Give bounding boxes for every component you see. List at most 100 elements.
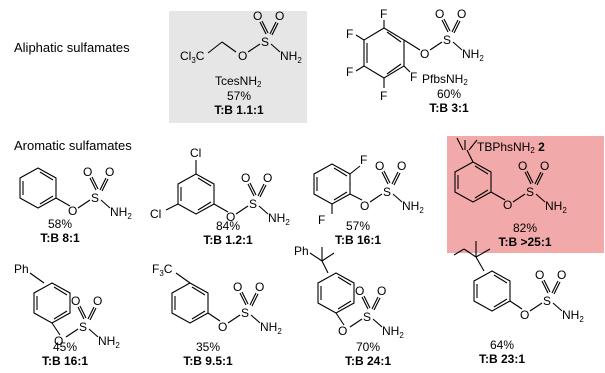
svg-text:F: F	[346, 27, 353, 41]
svg-text:S: S	[383, 185, 391, 199]
svg-text:O: O	[241, 171, 250, 185]
svg-text:O: O	[226, 210, 235, 224]
svg-text:NH2: NH2	[98, 334, 120, 350]
svg-text:NH2: NH2	[402, 199, 424, 215]
compound-biphenyl: Ph O S O O NH2 45% T:B 16:1	[10, 255, 160, 370]
svg-text:O: O	[375, 159, 384, 173]
svg-text:O: O	[420, 47, 429, 61]
svg-text:O: O	[557, 268, 566, 282]
svg-text:O: O	[503, 198, 512, 212]
svg-text:S: S	[363, 310, 371, 324]
svg-text:Cl3C: Cl3C	[180, 49, 205, 65]
svg-text:O: O	[218, 320, 227, 334]
cumyl-ratio: T:B 24:1	[344, 354, 391, 368]
svg-text:O: O	[54, 334, 63, 348]
compound-phenyl: O S O O NH2 58% T:B 8:1	[10, 150, 150, 245]
svg-text:S: S	[543, 294, 551, 308]
svg-text:O: O	[263, 171, 272, 185]
svg-text:O: O	[338, 324, 347, 338]
compound-tces: Cl3C O S O O NH2 TcesNH2 57% T:B 1.1:1	[172, 4, 307, 124]
svg-text:NH2: NH2	[110, 205, 132, 221]
svg-text:S: S	[91, 191, 99, 205]
biphenyl-structure: Ph O S O O NH2	[14, 262, 120, 350]
svg-text:O: O	[83, 165, 92, 179]
compound-tamyl: O S O O NH2 64% T:B 23:1	[450, 235, 605, 370]
svg-text:F: F	[346, 65, 353, 79]
tces-ratio: T:B 1.1:1	[214, 103, 264, 117]
svg-text:F: F	[380, 7, 387, 21]
svg-text:O: O	[457, 7, 466, 21]
svg-text:NH2: NH2	[562, 308, 584, 324]
svg-text:O: O	[377, 284, 386, 298]
svg-text:Ph: Ph	[294, 244, 309, 258]
svg-text:O: O	[520, 308, 529, 322]
cumyl-structure: Ph O S O O NH2	[294, 244, 404, 340]
dichloro-ratio: T:B 1.2:1	[203, 233, 253, 247]
pfbs-ratio: T:B 3:1	[429, 101, 469, 115]
svg-text:S: S	[241, 306, 249, 320]
svg-text:O: O	[435, 7, 444, 21]
svg-text:O: O	[93, 294, 102, 308]
tamyl-yield: 64%	[489, 338, 515, 352]
svg-text:S: S	[443, 33, 451, 47]
difluoro-ratio: T:B 16:1	[334, 233, 381, 247]
biphenyl-ratio: T:B 16:1	[41, 354, 88, 368]
section-label-aliphatic: Aliphatic sulfamates	[14, 40, 130, 55]
difluoro-structure: F F O S O O NH2	[313, 153, 424, 227]
svg-text:O: O	[355, 284, 364, 298]
pfbs-yield: 60%	[436, 87, 462, 101]
svg-text:NH2: NH2	[260, 320, 282, 336]
phenyl-ratio: T:B 8:1	[40, 231, 80, 245]
dichloro-structure: Cl Cl O S O O NH2	[150, 146, 290, 227]
svg-text:S: S	[249, 197, 257, 211]
svg-text:O: O	[68, 204, 77, 218]
svg-text:NH2: NH2	[280, 49, 302, 65]
cumyl-yield: 70%	[355, 340, 381, 354]
svg-text:Cl: Cl	[150, 207, 161, 221]
dichloro-yield: 84%	[215, 219, 241, 233]
svg-text:F3C: F3C	[152, 262, 173, 278]
tbphs-highlight-box	[447, 136, 604, 253]
svg-text:S: S	[261, 35, 269, 49]
compound-pfbs: F F F F F O S O O NH2 PfbsNH2 60% T:B 3:…	[346, 2, 527, 127]
biphenyl-yield: 45%	[52, 340, 78, 354]
svg-text:F: F	[318, 213, 325, 227]
svg-text:S: S	[79, 320, 87, 334]
tbphs-compound-number: 2	[538, 140, 545, 154]
tbphs-ratio: T:B >25:1	[498, 235, 552, 249]
tces-name: TcesNH2	[215, 74, 262, 89]
svg-text:F: F	[380, 89, 387, 103]
section-label-aromatic: Aromatic sulfamates	[14, 138, 132, 153]
cf3-ratio: T:B 9.5:1	[183, 354, 233, 368]
svg-text:O: O	[253, 9, 262, 23]
svg-text:O: O	[540, 159, 549, 173]
tces-yield: 57%	[226, 89, 252, 103]
tamyl-structure: O S O O NH2	[453, 241, 584, 324]
svg-text:O: O	[105, 165, 114, 179]
svg-text:S: S	[526, 185, 534, 199]
svg-text:O: O	[71, 294, 80, 308]
cf3-structure: F3C O S O O NH2	[152, 262, 282, 336]
compound-cumyl: Ph O S O O NH2 70% T:B 24:1	[290, 235, 450, 370]
tces-structure: Cl3C O S O O NH2	[180, 9, 302, 65]
svg-text:Ph: Ph	[14, 262, 29, 276]
difluoro-yield: 57%	[345, 219, 371, 233]
svg-text:O: O	[360, 199, 369, 213]
cf3-yield: 35%	[195, 340, 221, 354]
tbphs-yield: 82%	[512, 221, 538, 235]
svg-text:O: O	[238, 49, 247, 63]
phenyl-structure: O S O O NH2	[19, 165, 132, 221]
svg-text:O: O	[397, 159, 406, 173]
compound-difluoro: F F O S O O NH2 57% T:B 16:1	[298, 138, 448, 248]
tbphs-structure: O S O O NH2	[454, 137, 567, 215]
svg-text:NH2: NH2	[462, 47, 484, 63]
svg-text:O: O	[233, 280, 242, 294]
tces-highlight-box	[169, 11, 307, 123]
pfbs-name: PfbsNH2	[422, 72, 468, 87]
pfbs-structure: F F F F F O S O O NH2	[346, 7, 484, 103]
svg-text:F: F	[360, 153, 367, 167]
svg-text:O: O	[535, 268, 544, 282]
svg-text:Cl: Cl	[190, 146, 201, 160]
compound-cf3: F3C O S O O NH2 35% T:B 9.5:1	[148, 255, 298, 370]
svg-text:O: O	[255, 280, 264, 294]
